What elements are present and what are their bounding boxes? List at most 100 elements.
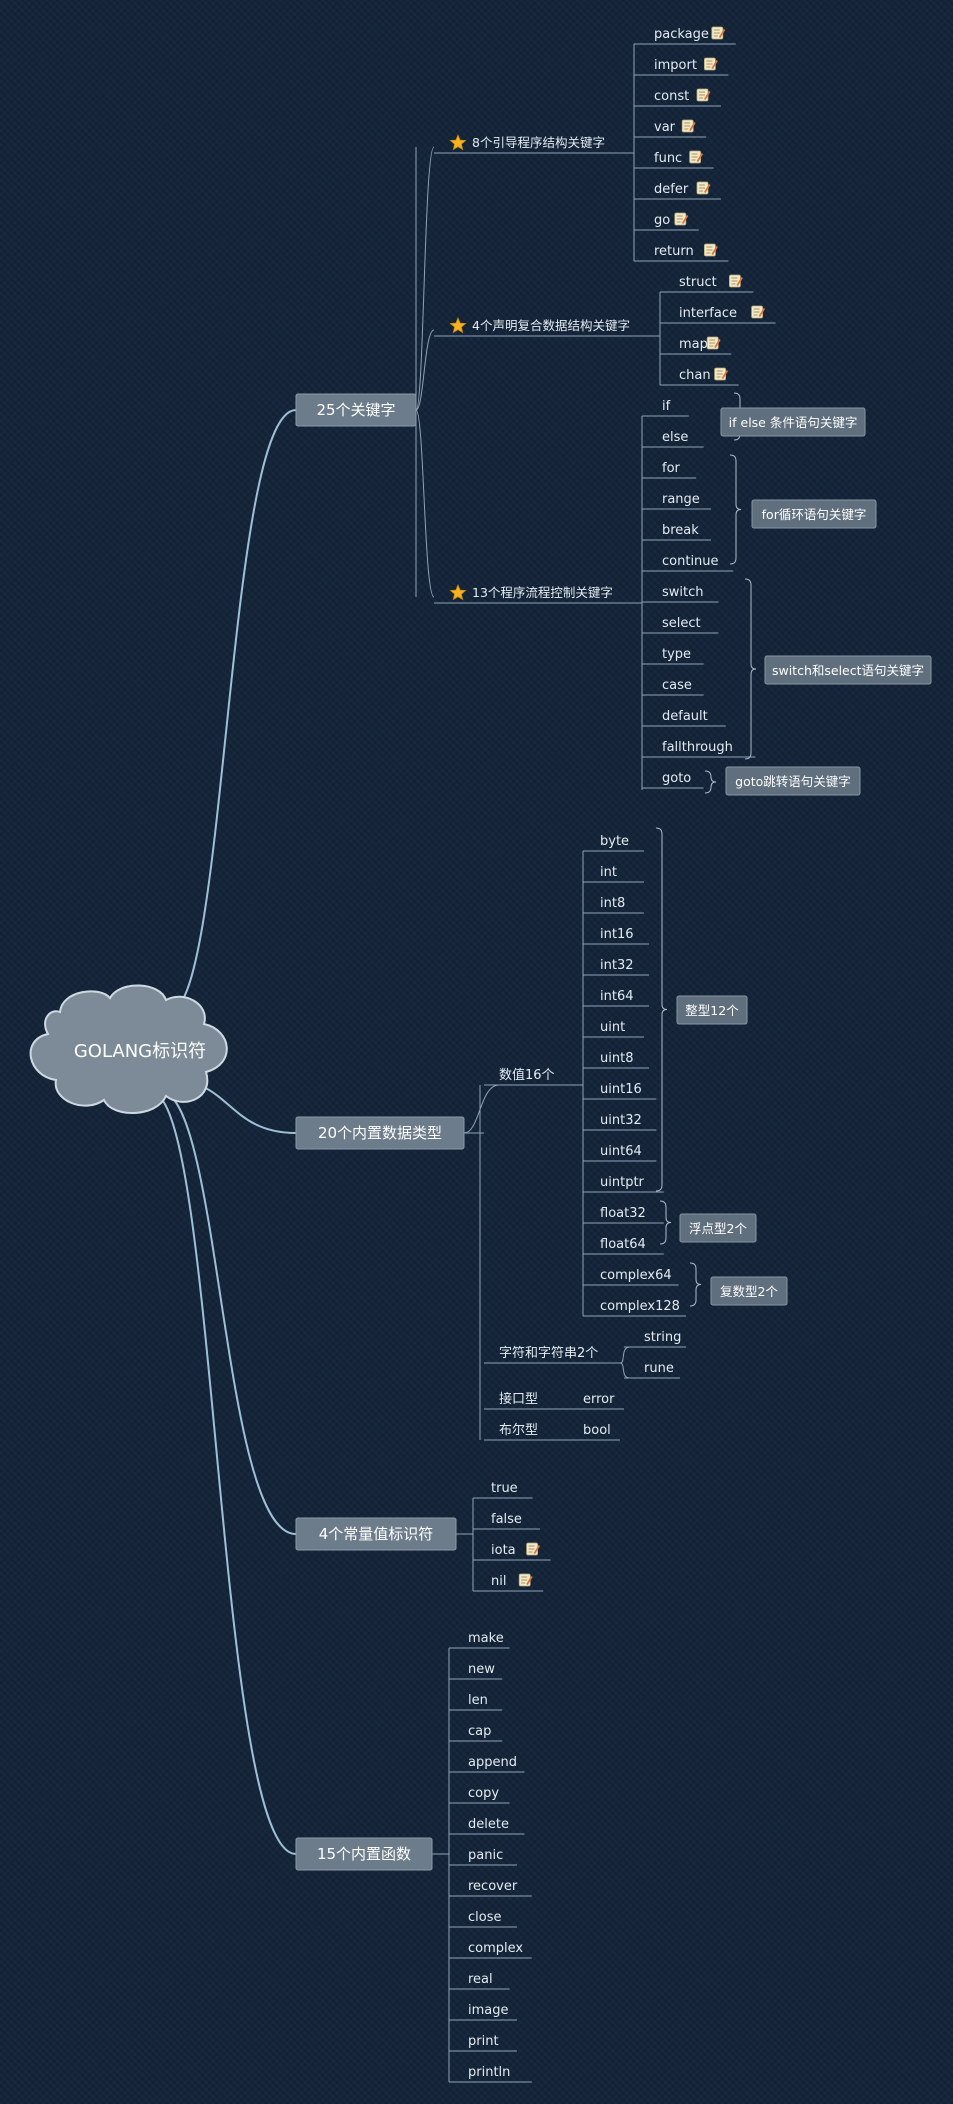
kw-interface[interactable]: interface — [679, 306, 737, 321]
note-complex[interactable] — [710, 1276, 788, 1306]
kw-package[interactable]: package — [654, 27, 709, 42]
boolean-label[interactable]: 布尔型 — [499, 1423, 538, 1438]
note-for-label[interactable]: for循环语句关键字 — [762, 507, 867, 522]
type-float64[interactable]: float64 — [600, 1237, 646, 1252]
branch-functions[interactable] — [295, 1837, 433, 1871]
numeric-label[interactable]: 数值16个 — [499, 1067, 555, 1083]
type-rune[interactable]: rune — [644, 1361, 674, 1376]
const-true[interactable]: true — [491, 1481, 518, 1496]
type-uintptr[interactable]: uintptr — [600, 1175, 645, 1190]
type-bool[interactable]: bool — [583, 1423, 611, 1438]
branch-keywords[interactable] — [295, 393, 417, 427]
kw-map[interactable]: map — [679, 337, 708, 352]
branch-constants-label[interactable]: 4个常量值标识符 — [319, 1525, 434, 1543]
kw-struct[interactable]: struct — [679, 275, 717, 290]
kw-select[interactable]: select — [662, 616, 701, 631]
note-goto[interactable] — [725, 766, 861, 796]
type-uint16[interactable]: uint16 — [600, 1082, 642, 1097]
branch-types[interactable] — [295, 1116, 465, 1150]
note-int-label[interactable]: 整型12个 — [685, 1003, 739, 1018]
note-for[interactable] — [751, 499, 877, 529]
kw-chan[interactable]: chan — [679, 368, 711, 383]
func-println[interactable]: println — [468, 2065, 510, 2080]
note-icon-pencil — [704, 184, 711, 193]
note-int[interactable] — [676, 995, 748, 1025]
note-icon-pencil — [718, 29, 726, 38]
type-error[interactable]: error — [583, 1392, 615, 1407]
type-complex64[interactable]: complex64 — [600, 1268, 672, 1283]
kw-func[interactable]: func — [654, 151, 682, 166]
root-node[interactable]: GOLANG标识符 — [29, 984, 228, 1114]
kw-break[interactable]: break — [662, 523, 699, 538]
branch-keywords-label[interactable]: 25个关键字 — [316, 401, 395, 419]
type-uint32[interactable]: uint32 — [600, 1113, 642, 1128]
func-new[interactable]: new — [468, 1662, 495, 1677]
kw-for[interactable]: for — [662, 461, 681, 476]
func-cap[interactable]: cap — [468, 1724, 491, 1739]
func-recover[interactable]: recover — [468, 1879, 518, 1894]
type-byte[interactable]: byte — [600, 834, 629, 849]
func-delete[interactable]: delete — [468, 1817, 509, 1832]
root-title[interactable]: GOLANG标识符 — [74, 1041, 206, 1062]
kw-else[interactable]: else — [662, 430, 688, 445]
type-int8[interactable]: int8 — [600, 896, 625, 911]
type-int[interactable]: int — [600, 865, 617, 880]
interface-label[interactable]: 接口型 — [499, 1391, 538, 1407]
const-false[interactable]: false — [491, 1512, 522, 1527]
func-make[interactable]: make — [468, 1631, 504, 1646]
kw-goto[interactable]: goto — [662, 771, 691, 786]
star-icon — [449, 583, 467, 601]
note-float-label[interactable]: 浮点型2个 — [689, 1221, 747, 1236]
type-float32[interactable]: float32 — [600, 1206, 646, 1221]
kw-fallthrough[interactable]: fallthrough — [662, 740, 733, 755]
branch-types-label[interactable]: 20个内置数据类型 — [318, 1124, 442, 1142]
branch-constants[interactable] — [295, 1517, 457, 1551]
strings-label[interactable]: 字符和字符串2个 — [499, 1345, 598, 1361]
func-close[interactable]: close — [468, 1910, 501, 1925]
kw-return[interactable]: return — [654, 244, 694, 259]
group-label-1[interactable]: 4个声明复合数据结构关键字 — [472, 318, 630, 333]
note-switch-select[interactable] — [764, 655, 932, 685]
kw-switch[interactable]: switch — [662, 585, 704, 600]
func-real[interactable]: real — [468, 1972, 493, 1987]
note-icon-pencil — [704, 91, 711, 100]
note-if-else[interactable] — [720, 407, 866, 437]
kw-defer[interactable]: defer — [654, 182, 689, 197]
kw-type[interactable]: type — [662, 647, 691, 662]
func-complex[interactable]: complex — [468, 1941, 523, 1956]
note-complex-label[interactable]: 复数型2个 — [720, 1284, 778, 1299]
kw-default[interactable]: default — [662, 709, 708, 724]
group-label-0[interactable]: 8个引导程序结构关键字 — [472, 135, 605, 150]
func-image[interactable]: image — [468, 2003, 509, 2018]
func-append[interactable]: append — [468, 1755, 517, 1770]
kw-range[interactable]: range — [662, 492, 700, 507]
kw-const[interactable]: const — [654, 89, 689, 104]
func-len[interactable]: len — [468, 1693, 488, 1708]
note-switch-select-label[interactable]: switch和select语句关键字 — [772, 663, 924, 678]
kw-var[interactable]: var — [654, 120, 676, 135]
func-panic[interactable]: panic — [468, 1848, 503, 1863]
branch-functions-label[interactable]: 15个内置函数 — [317, 1845, 411, 1863]
type-uint64[interactable]: uint64 — [600, 1144, 642, 1159]
func-print[interactable]: print — [468, 2034, 499, 2049]
note-goto-label[interactable]: goto跳转语句关键字 — [735, 774, 851, 789]
type-int16[interactable]: int16 — [600, 927, 634, 942]
type-complex128[interactable]: complex128 — [600, 1299, 680, 1314]
group-label-2[interactable]: 13个程序流程控制关键字 — [472, 585, 613, 600]
note-float[interactable] — [679, 1213, 757, 1243]
func-copy[interactable]: copy — [468, 1786, 499, 1801]
type-int32[interactable]: int32 — [600, 958, 634, 973]
note-if-else-label[interactable]: if else 条件语句关键字 — [729, 415, 858, 430]
kw-import[interactable]: import — [654, 58, 697, 73]
const-iota[interactable]: iota — [491, 1543, 516, 1558]
type-uint8[interactable]: uint8 — [600, 1051, 633, 1066]
type-string[interactable]: string — [644, 1330, 681, 1345]
type-int64[interactable]: int64 — [600, 989, 634, 1004]
type-uint[interactable]: uint — [600, 1020, 625, 1035]
note-icon-pencil — [736, 277, 743, 286]
const-nil[interactable]: nil — [491, 1574, 506, 1589]
kw-go[interactable]: go — [654, 213, 670, 228]
kw-continue[interactable]: continue — [662, 554, 719, 569]
kw-if[interactable]: if — [662, 399, 671, 414]
kw-case[interactable]: case — [662, 678, 692, 693]
